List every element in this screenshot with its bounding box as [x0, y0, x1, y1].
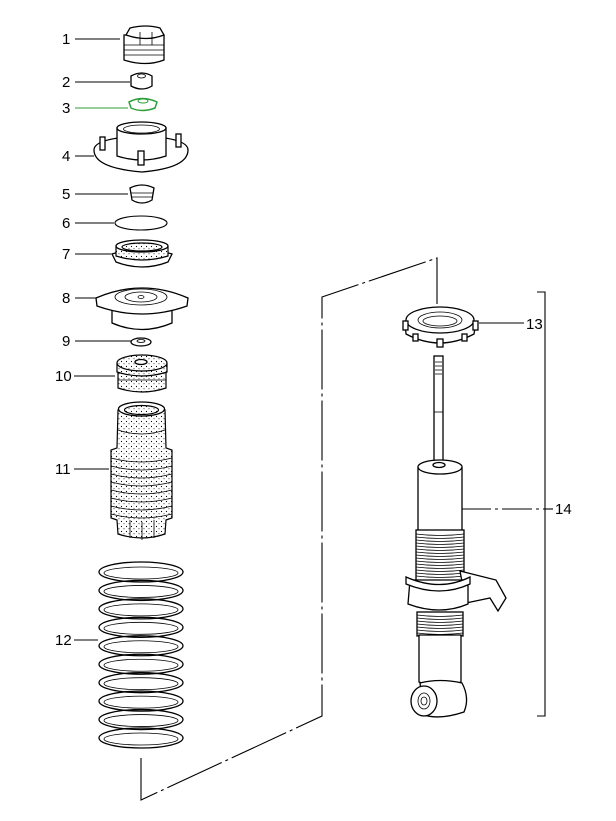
thread-line: [415, 539, 465, 542]
callout-number: 8: [62, 290, 70, 307]
spring-coil-inner: [103, 732, 179, 746]
thread-line: [415, 575, 465, 578]
callout-9[interactable]: 9: [62, 333, 131, 350]
callout-8[interactable]: 8: [62, 290, 96, 307]
spring-coil: [98, 579, 184, 602]
part-ring: [114, 215, 168, 231]
thread-line: [416, 626, 464, 629]
callout-number: 13: [526, 316, 543, 333]
spring-coil: [98, 672, 184, 694]
thread-line: [416, 614, 464, 617]
thread-line: [415, 533, 465, 536]
part-adjusting-nut: [402, 306, 479, 348]
thread-line: [415, 560, 465, 563]
callout-1[interactable]: 1: [62, 31, 120, 48]
part-coil-spring: [98, 561, 184, 749]
callout-6[interactable]: 6: [62, 215, 114, 232]
part-washer-highlighted: [128, 97, 158, 112]
spring-coil: [98, 598, 184, 620]
callout-number: 11: [55, 461, 71, 478]
callout-number: 6: [62, 215, 70, 232]
callout-number: 4: [62, 148, 70, 165]
callout-number: 9: [62, 333, 70, 350]
spring-coil-inner: [103, 658, 179, 672]
part-dust-boot: [110, 401, 173, 540]
thread-line: [416, 617, 464, 620]
part-cap: [123, 25, 165, 65]
callout-number: 2: [62, 74, 70, 91]
spring-coil-inner: [103, 585, 179, 598]
callout-7[interactable]: 7: [62, 246, 111, 263]
callout-12[interactable]: 12: [55, 632, 98, 649]
callout-number: 14: [555, 501, 572, 518]
callout-number: 1: [62, 31, 70, 48]
part-shock-absorber: [405, 355, 507, 718]
thread-line: [415, 542, 465, 545]
thread-line: [415, 554, 465, 557]
spring-coil: [98, 727, 184, 749]
spring-coil-inner: [103, 677, 179, 691]
spring-coil: [98, 653, 184, 675]
part-bump-stop: [116, 354, 168, 393]
part-bushing: [129, 184, 155, 204]
callout-number: 3: [62, 100, 70, 117]
callout-number: 5: [62, 186, 70, 203]
connector-line: [140, 257, 438, 801]
spring-coil: [98, 635, 184, 657]
callout-14[interactable]: 14: [461, 291, 572, 717]
part-nut: [130, 72, 153, 90]
callout-3[interactable]: 3: [62, 100, 128, 117]
spring-coil-inner: [103, 621, 179, 635]
thread-line: [415, 536, 465, 539]
part-spring-plate: [95, 287, 189, 331]
callout-number: 7: [62, 246, 70, 263]
part-strut-mount: [93, 121, 189, 173]
callout-2[interactable]: 2: [62, 74, 130, 91]
part-bearing: [111, 239, 173, 268]
part-washer: [130, 337, 152, 347]
callout-number: 10: [55, 368, 72, 385]
thread-line: [415, 551, 465, 554]
thread-line: [415, 548, 465, 551]
spring-coil: [98, 708, 184, 731]
callout-11[interactable]: 11: [55, 461, 109, 478]
thread-line: [415, 545, 465, 548]
thread-line: [415, 563, 465, 566]
callout-number: 12: [55, 632, 72, 649]
thread-line: [416, 623, 464, 626]
callout-10[interactable]: 10: [55, 368, 115, 385]
spring-coil: [98, 561, 184, 583]
spring-coil-inner: [103, 566, 179, 580]
spring-coil: [98, 690, 184, 712]
callout-4[interactable]: 4: [62, 148, 94, 165]
callout-13[interactable]: 13: [479, 316, 543, 333]
spring-coil-inner: [103, 603, 179, 617]
spring-coil: [98, 616, 184, 638]
thread-line: [416, 620, 464, 623]
thread-line: [415, 557, 465, 560]
spring-coil-inner: [103, 640, 179, 654]
thread-line: [415, 566, 465, 569]
spring-coil-inner: [103, 714, 179, 727]
thread-line: [416, 629, 464, 632]
spring-coil-inner: [103, 695, 179, 709]
callout-5[interactable]: 5: [62, 186, 128, 203]
